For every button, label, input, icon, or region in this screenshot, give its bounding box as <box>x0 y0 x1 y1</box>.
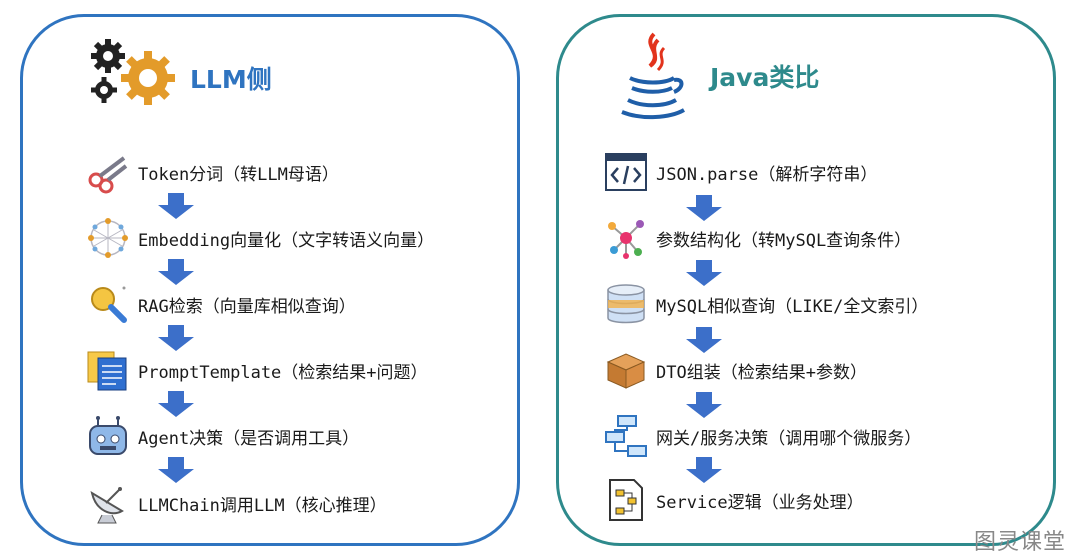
step-token: Token分词（转LLM母语） <box>86 150 339 194</box>
robot-icon <box>86 414 130 458</box>
java-analogy-title: Java类比 <box>710 63 820 92</box>
step-mysql-query: MySQL相似查询（LIKE/全文索引） <box>604 284 928 324</box>
network-sphere-icon <box>86 216 130 260</box>
down-arrow <box>158 457 194 483</box>
database-icon <box>604 282 648 326</box>
step-embedding: Embedding向量化（文字转语义向量） <box>86 218 434 258</box>
step-label: 参数结构化（转MySQL查询条件） <box>656 230 912 251</box>
step-json-parse: JSON.parse（解析字符串） <box>604 152 877 192</box>
code-window-icon <box>604 150 648 194</box>
down-arrow <box>158 391 194 417</box>
down-arrow <box>686 327 722 353</box>
step-gateway-decision: 网关/服务决策（调用哪个微服务） <box>604 414 922 458</box>
molecule-icon <box>604 216 648 260</box>
down-arrow <box>158 193 194 219</box>
step-label: 网关/服务决策（调用哪个微服务） <box>656 428 922 449</box>
step-service-logic: Service逻辑（业务处理） <box>604 478 864 522</box>
satellite-dish-icon <box>86 481 130 525</box>
step-dto-assembly: DTO组装（检索结果+参数） <box>604 350 867 390</box>
step-label: Agent决策（是否调用工具） <box>138 428 360 449</box>
step-label: LLMChain调用LLM（核心推理） <box>138 495 387 516</box>
step-label: RAG检索（向量库相似查询） <box>138 296 356 317</box>
down-arrow <box>686 392 722 418</box>
down-arrow <box>686 260 722 286</box>
flowchart-icon <box>604 414 648 458</box>
step-prompt-template: PromptTemplate（检索结果+问题） <box>86 348 428 392</box>
llm-side-title: LLM侧 <box>190 65 272 94</box>
scissors-icon <box>86 150 130 194</box>
down-arrow <box>686 457 722 483</box>
down-arrow <box>686 195 722 221</box>
step-label: Token分词（转LLM母语） <box>138 164 339 185</box>
step-label: MySQL相似查询（LIKE/全文索引） <box>656 296 929 317</box>
step-label: PromptTemplate（检索结果+问题） <box>138 362 428 383</box>
step-label: Service逻辑（业务处理） <box>656 492 864 513</box>
gears-icon <box>86 38 182 108</box>
step-agent: Agent决策（是否调用工具） <box>86 416 359 456</box>
documents-icon <box>86 348 130 392</box>
down-arrow <box>158 259 194 285</box>
step-label: Embedding向量化（文字转语义向量） <box>138 230 435 251</box>
magnifier-icon <box>86 282 130 326</box>
step-label: JSON.parse（解析字符串） <box>656 164 878 185</box>
watermark: 图灵课堂 <box>973 530 1066 555</box>
step-structure-params: 参数结构化（转MySQL查询条件） <box>604 216 912 260</box>
box-icon <box>604 348 648 392</box>
step-rag: RAG检索（向量库相似查询） <box>86 284 356 324</box>
step-llmchain: LLMChain调用LLM（核心推理） <box>86 481 387 525</box>
service-doc-icon <box>604 478 648 522</box>
java-logo-icon <box>612 30 692 120</box>
step-label: DTO组装（检索结果+参数） <box>656 362 867 383</box>
down-arrow <box>158 325 194 351</box>
